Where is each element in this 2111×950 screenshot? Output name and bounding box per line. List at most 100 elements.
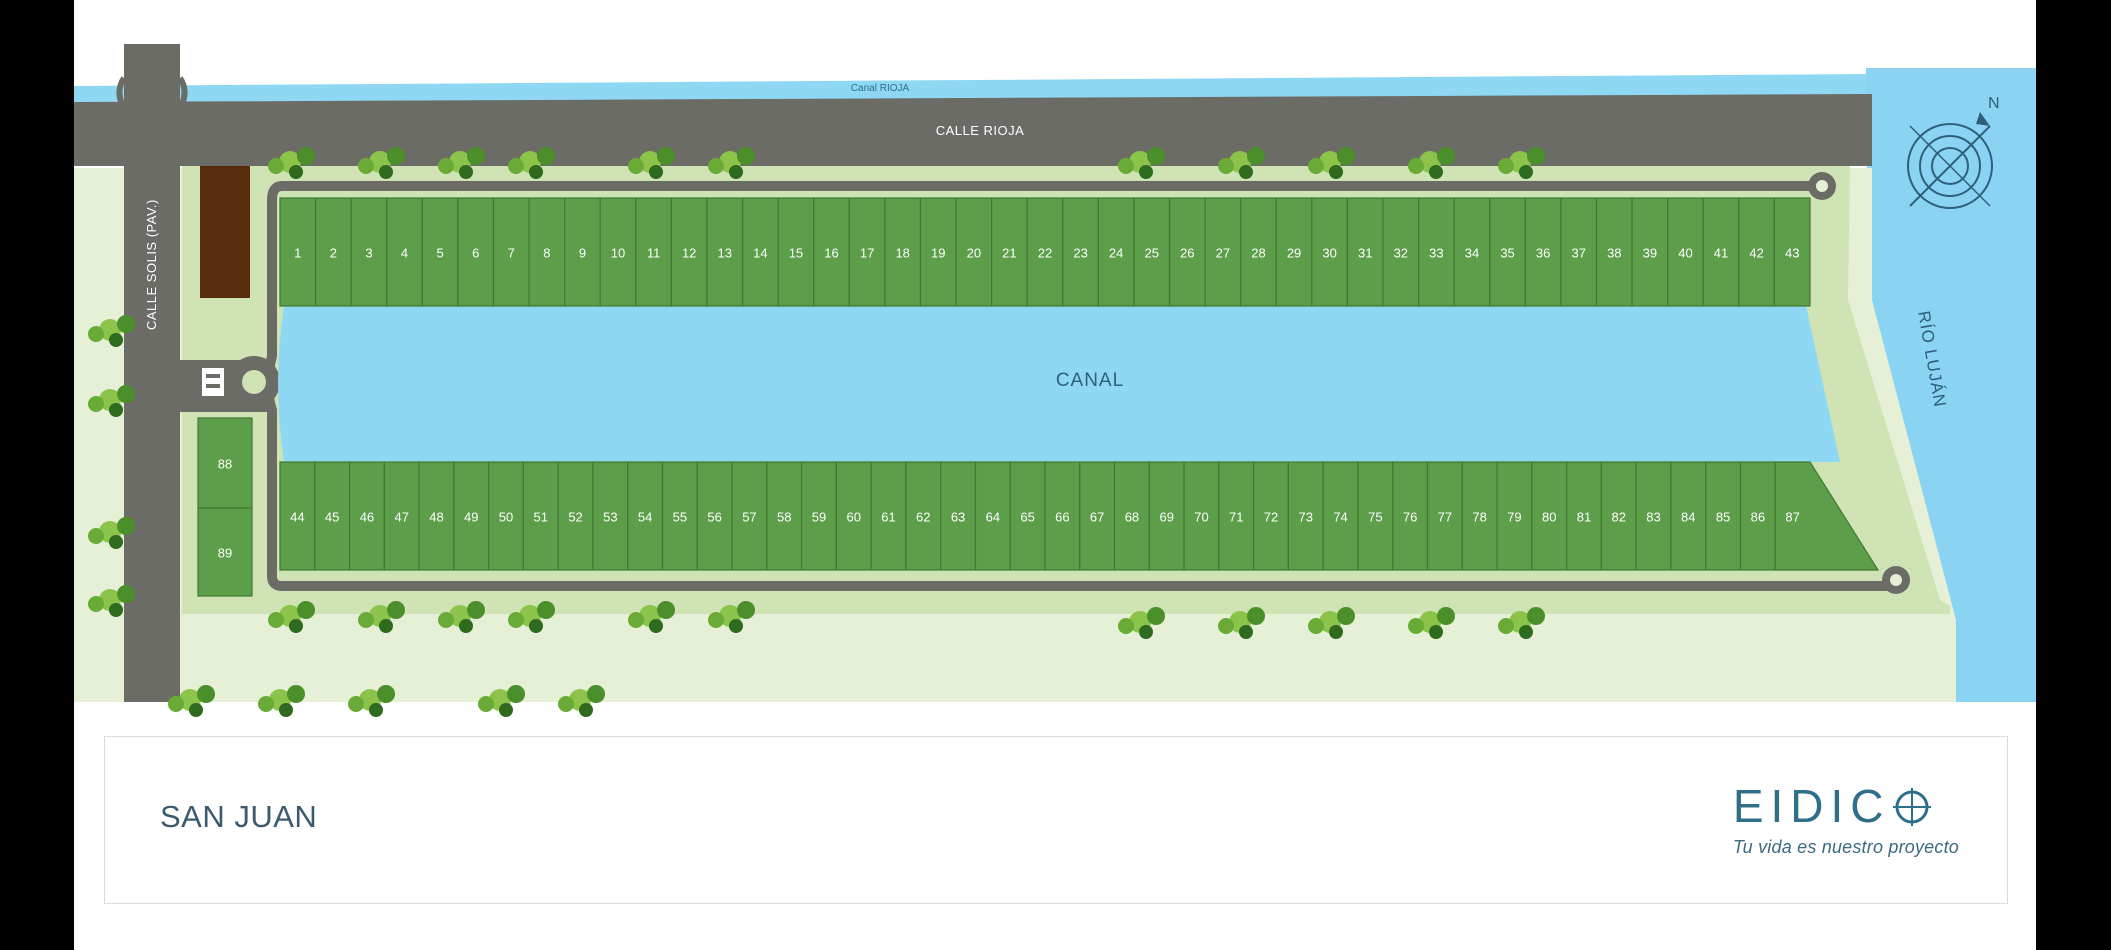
lot-label: 22 (1038, 245, 1052, 260)
lot-42[interactable] (1738, 197, 1776, 307)
lot-52[interactable] (557, 461, 594, 571)
tree-icon (109, 403, 123, 417)
lot-24[interactable] (1097, 197, 1135, 307)
lot-label: 89 (218, 545, 232, 560)
lot-54[interactable] (627, 461, 664, 571)
lot-87[interactable] (1774, 461, 1880, 571)
lot-53[interactable] (592, 461, 629, 571)
lot-84[interactable] (1670, 461, 1707, 571)
lot-45[interactable] (314, 461, 351, 571)
lot-9[interactable] (564, 197, 601, 307)
lot-28[interactable] (1240, 197, 1277, 307)
lot-83[interactable] (1635, 461, 1672, 571)
lot-37[interactable] (1560, 197, 1598, 307)
lot-64[interactable] (974, 461, 1011, 571)
tree-icon (1329, 625, 1343, 639)
lot-88[interactable] (197, 417, 253, 509)
lot-67[interactable] (1079, 461, 1116, 571)
lot-48[interactable] (418, 461, 455, 571)
lot-39[interactable] (1631, 197, 1669, 307)
tree-icon (1498, 618, 1514, 634)
tree-icon (1118, 618, 1134, 634)
lot-55[interactable] (661, 461, 698, 571)
tree-icon (268, 158, 284, 174)
tree-icon (537, 147, 555, 165)
tree-icon (109, 603, 123, 617)
lot-15[interactable] (777, 197, 815, 307)
lot-21[interactable] (991, 197, 1028, 307)
lot-71[interactable] (1218, 461, 1255, 571)
tree-icon (1527, 147, 1545, 165)
lot-label: 49 (464, 509, 478, 524)
lot-16[interactable] (813, 197, 850, 307)
lot-47[interactable] (383, 461, 420, 571)
lot-38[interactable] (1595, 197, 1633, 307)
lot-1[interactable] (279, 197, 317, 307)
tree-icon (1498, 158, 1514, 174)
lot-label: 86 (1751, 509, 1765, 524)
lot-61[interactable] (870, 461, 907, 571)
tree-icon (508, 158, 524, 174)
lot-29[interactable] (1275, 197, 1313, 307)
lot-49[interactable] (453, 461, 490, 571)
lot-69[interactable] (1148, 461, 1185, 571)
lot-80[interactable] (1531, 461, 1568, 571)
lot-46[interactable] (348, 461, 385, 571)
lot-14[interactable] (741, 197, 779, 307)
lot-label: 75 (1368, 509, 1382, 524)
lot-74[interactable] (1322, 461, 1359, 571)
lot-label: 1 (294, 245, 301, 260)
tree-icon (358, 158, 374, 174)
lot-11[interactable] (635, 197, 672, 307)
lot-34[interactable] (1453, 197, 1491, 307)
tree-icon (537, 601, 555, 619)
lot-27[interactable] (1204, 197, 1242, 307)
brand-name: EIDIC (1733, 783, 1959, 829)
tree-icon (1408, 158, 1424, 174)
lot-41[interactable] (1702, 197, 1740, 307)
lot-89[interactable] (197, 507, 253, 597)
lot-label: 81 (1577, 509, 1591, 524)
lot-85[interactable] (1705, 461, 1742, 571)
lot-86[interactable] (1739, 461, 1776, 571)
lot-label: 53 (603, 509, 617, 524)
lot-65[interactable] (1009, 461, 1046, 571)
tree-icon (529, 619, 543, 633)
lot-32[interactable] (1382, 197, 1420, 307)
lot-58[interactable] (766, 461, 803, 571)
tree-icon (287, 685, 305, 703)
lot-4[interactable] (386, 197, 423, 307)
tree-icon (109, 535, 123, 549)
lot-66[interactable] (1044, 461, 1081, 571)
lot-5[interactable] (421, 197, 459, 307)
lot-62[interactable] (905, 461, 942, 571)
lot-label: 34 (1465, 245, 1479, 260)
rio-lujan (1866, 68, 2036, 702)
tree-icon (737, 147, 755, 165)
lot-22[interactable] (1026, 197, 1064, 307)
tree-icon (109, 333, 123, 347)
lot-13[interactable] (706, 197, 744, 307)
lot-6[interactable] (457, 197, 495, 307)
lot-3[interactable] (350, 197, 388, 307)
lot-33[interactable] (1418, 197, 1455, 307)
lot-60[interactable] (835, 461, 872, 571)
lot-77[interactable] (1426, 461, 1463, 571)
lot-43[interactable] (1773, 197, 1811, 307)
lot-17[interactable] (848, 197, 886, 307)
lot-2[interactable] (314, 197, 352, 307)
lot-59[interactable] (800, 461, 837, 571)
lot-7[interactable] (492, 197, 530, 307)
tree-icon (587, 685, 605, 703)
lot-8[interactable] (528, 197, 566, 307)
tree-icon (649, 619, 663, 633)
tree-icon (1437, 607, 1455, 625)
lot-36[interactable] (1524, 197, 1562, 307)
lot-50[interactable] (488, 461, 525, 571)
lot-label: 84 (1681, 509, 1695, 524)
lot-10[interactable] (599, 197, 637, 307)
lot-44[interactable] (279, 461, 316, 571)
lot-30[interactable] (1311, 197, 1349, 307)
lot-19[interactable] (919, 197, 957, 307)
